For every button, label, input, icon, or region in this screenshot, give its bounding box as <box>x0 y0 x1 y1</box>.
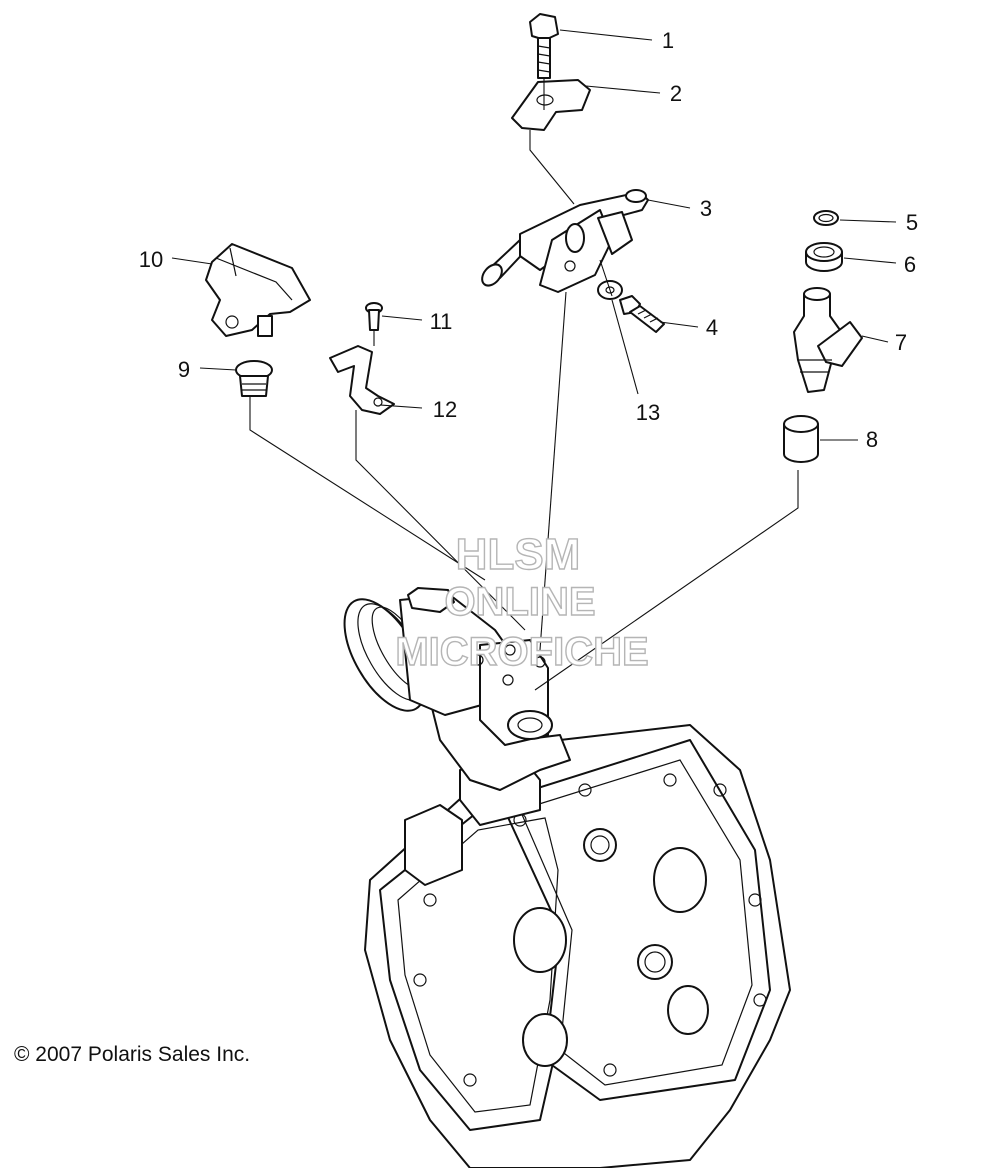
callout-labels: 1 2 3 4 5 6 7 8 9 10 11 12 13 <box>139 28 918 452</box>
callout-3: 3 <box>700 196 712 221</box>
part-11-screw <box>365 302 383 331</box>
copyright-notice: © 2007 Polaris Sales Inc. <box>14 1043 251 1066</box>
part-12-bracket <box>329 345 395 415</box>
callout-4: 4 <box>706 315 718 340</box>
part-8-spacer <box>783 415 819 463</box>
cylinder-head <box>364 724 791 1168</box>
part-9-plug <box>235 360 273 397</box>
part-1-bolt <box>529 13 559 79</box>
part-3-fuel-rail <box>481 189 649 293</box>
part-7-fuel-injector <box>793 287 863 393</box>
callout-1: 1 <box>662 28 674 53</box>
callout-12: 12 <box>433 397 457 422</box>
throttle-body <box>343 587 571 791</box>
watermark-line-2: ONLINE <box>444 580 595 624</box>
callout-11: 11 <box>430 309 453 334</box>
watermark: HLSM ONLINE MICROFICHE <box>395 529 650 674</box>
part-10-sensor <box>205 243 311 337</box>
callout-5: 5 <box>906 210 918 235</box>
part-2-bracket <box>511 79 591 131</box>
callout-2: 2 <box>670 81 682 106</box>
part-5-o-ring <box>813 210 839 226</box>
callout-leaders <box>171 29 897 441</box>
watermark-line-3: MICROFICHE <box>395 630 648 674</box>
callout-10: 10 <box>139 247 163 272</box>
callout-6: 6 <box>904 252 916 277</box>
callout-8: 8 <box>866 427 878 452</box>
part-6-seal <box>805 242 843 272</box>
assembly-lines <box>249 78 799 691</box>
callout-9: 9 <box>178 357 190 382</box>
watermark-line-1: HLSM <box>456 530 581 579</box>
part-4-bolt <box>619 295 665 333</box>
callout-13: 13 <box>636 400 660 425</box>
callout-7: 7 <box>895 330 907 355</box>
